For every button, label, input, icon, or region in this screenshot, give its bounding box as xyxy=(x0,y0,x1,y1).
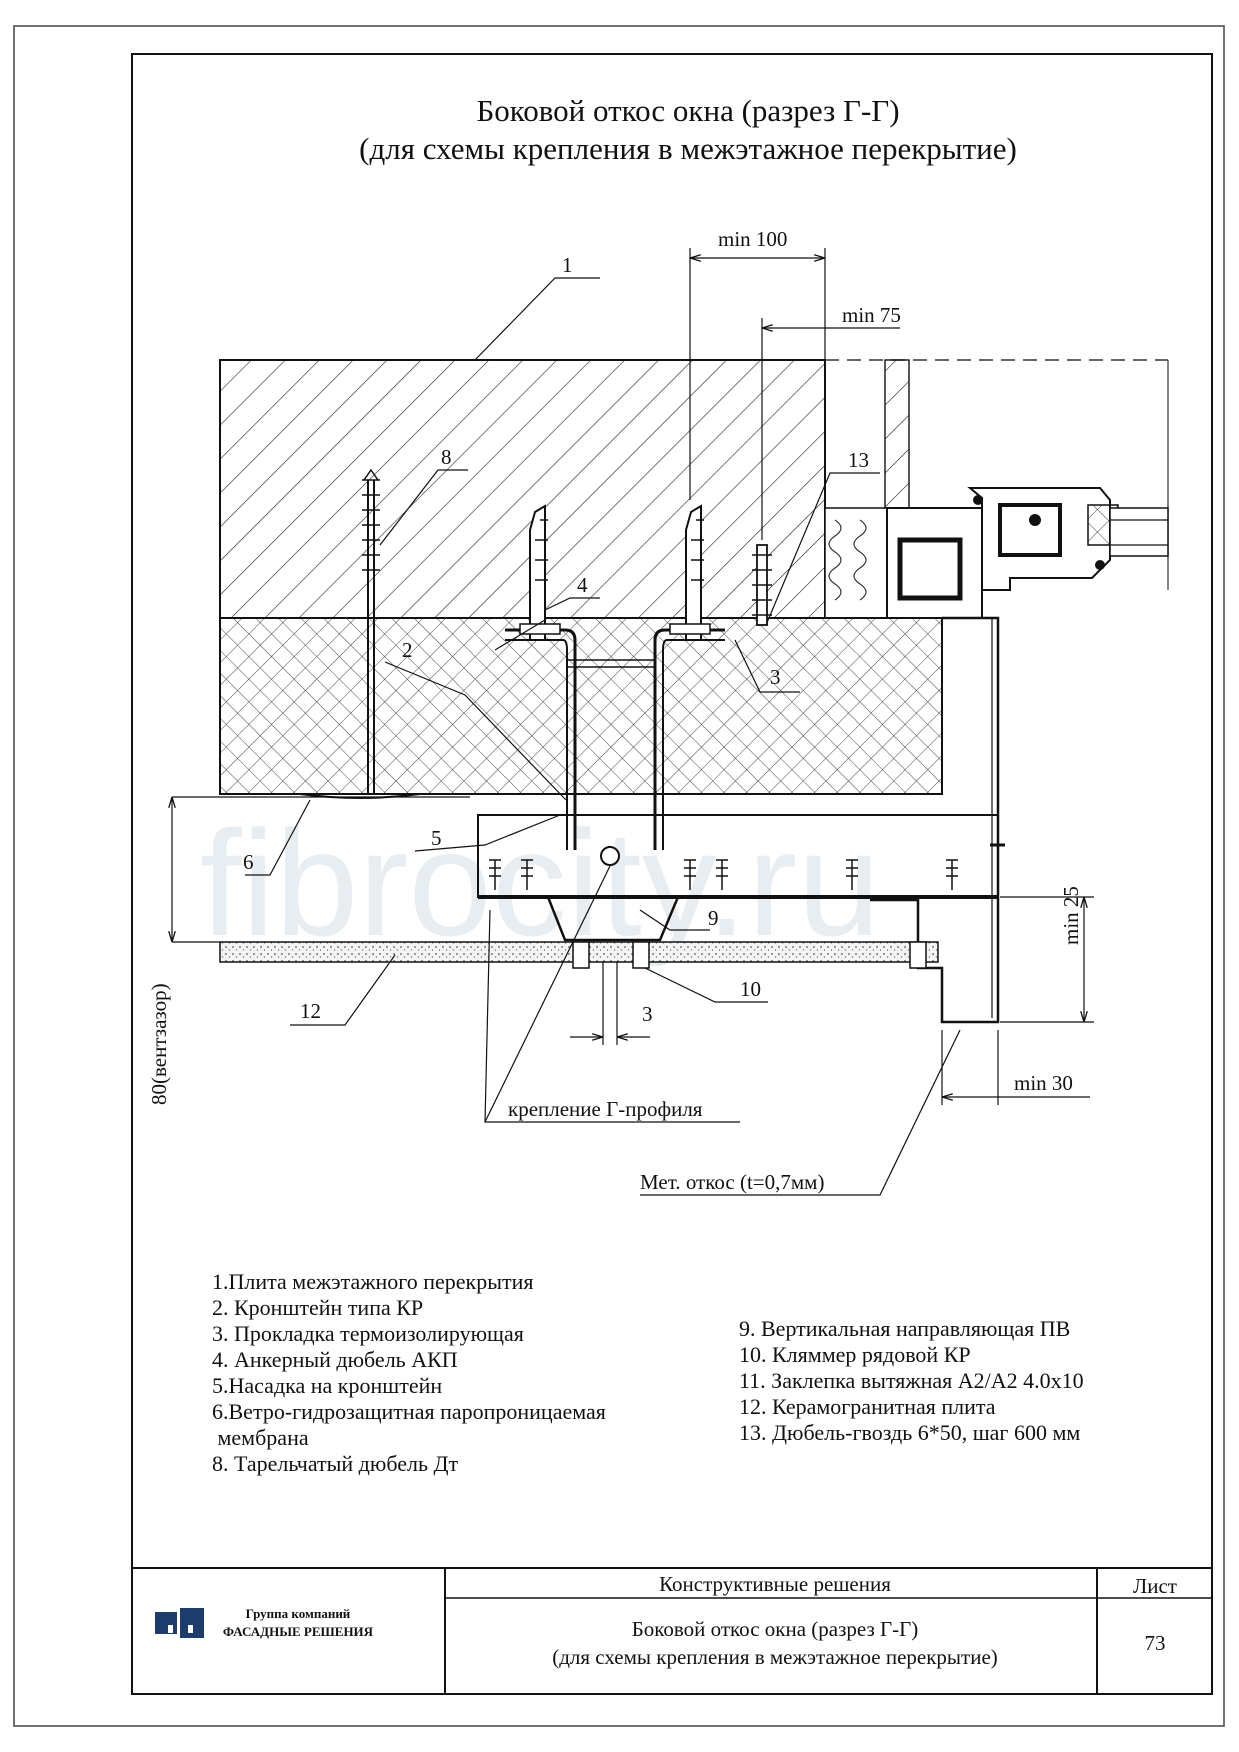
legend-left: 1.Плита межэтажного перекрытия 2. Кроншт… xyxy=(212,1269,606,1476)
legend-right: 9. Вертикальная направляющая ПВ 10. Клям… xyxy=(739,1316,1084,1445)
legend-item: 11. Заклепка вытяжная А2/А2 4.0х10 xyxy=(739,1368,1084,1393)
callout-5: 5 xyxy=(431,826,442,850)
anchor-dowels xyxy=(529,504,704,641)
stamp-sheet-label: Лист xyxy=(1133,1574,1177,1598)
membrane xyxy=(220,793,942,799)
callout-4: 4 xyxy=(577,573,588,597)
callout-10: 10 xyxy=(740,977,761,1001)
drawing-title-line-2: (для схемы крепления в межэтажное перекр… xyxy=(359,131,1017,166)
callout-g-profile: крепление Г-профиля xyxy=(508,1097,703,1121)
legend-item: 13. Дюбель-гвоздь 6*50, шаг 600 мм xyxy=(739,1420,1080,1445)
callout-metal-reveal: Мет. откос (t=0,7мм) xyxy=(640,1170,824,1194)
insulation-wave xyxy=(828,519,867,601)
plate-dowel xyxy=(362,468,380,794)
legend-item: 10. Кляммер рядовой КР xyxy=(739,1342,971,1367)
wall-column xyxy=(884,359,910,511)
legend-item: 8. Тарельчатый дюбель Дт xyxy=(212,1451,459,1476)
legend-item: 12. Керамогранитная плита xyxy=(739,1394,996,1419)
stamp-title-line-1: Боковой откос окна (разрез Г-Г) xyxy=(632,1617,919,1641)
legend-item: 9. Вертикальная направляющая ПВ xyxy=(739,1316,1070,1341)
dim-min-25: min 25 xyxy=(1059,886,1083,945)
l-profile xyxy=(477,814,999,942)
section-drawing: min 100 min 75 min 25 min 30 3 80(вентза… xyxy=(147,227,1169,1196)
dim-vent-gap: 80(вентзазор) xyxy=(147,983,171,1105)
legend-item: 2. Кронштейн типа КР xyxy=(212,1295,423,1320)
insulation-layer xyxy=(219,617,943,795)
dim-min-30: min 30 xyxy=(1014,1071,1073,1095)
company-name-line-1: Группа компаний xyxy=(246,1606,351,1621)
stamp-title-line-2: (для схемы крепления в межэтажное перекр… xyxy=(552,1645,998,1669)
dim-gap-3: 3 xyxy=(642,1002,653,1026)
legend-item: 6.Ветро-гидрозащитная паропроницаемая xyxy=(212,1399,606,1424)
callout-8: 8 xyxy=(441,445,452,469)
callout-9: 9 xyxy=(708,906,719,930)
legend-item: 4. Анкерный дюбель АКП xyxy=(212,1347,458,1372)
window-insulation xyxy=(824,507,888,619)
metal-reveal-profile xyxy=(870,616,1000,1024)
legend-item: мембрана xyxy=(212,1425,309,1450)
nail-dowel xyxy=(752,544,772,626)
leader-lines xyxy=(245,277,961,1196)
outer-border xyxy=(13,25,1225,1727)
company-logo xyxy=(155,1608,204,1638)
company-name-line-2: ФАСАДНЫЕ РЕШЕНИЯ xyxy=(223,1624,374,1639)
clamps xyxy=(572,941,927,969)
self-tapping-screws xyxy=(489,843,1005,890)
title-block: Группа компаний ФАСАДНЫЕ РЕШЕНИЯ Констру… xyxy=(131,1567,1213,1695)
legend-item: 5.Насадка на кронштейн xyxy=(212,1373,442,1398)
callout-2: 2 xyxy=(402,638,413,662)
callout-6: 6 xyxy=(243,850,254,874)
stamp-sheet-number: 73 xyxy=(1145,1631,1166,1655)
floor-slab xyxy=(219,359,826,619)
window-frame-profile xyxy=(886,487,1169,619)
drawing-title-line-1: Боковой откос окна (разрез Г-Г) xyxy=(476,93,899,128)
callout-1: 1 xyxy=(562,253,573,277)
watermark: fibrocity.ru xyxy=(200,799,881,967)
dim-min-75: min 75 xyxy=(842,303,901,327)
stamp-section: Конструктивные решения xyxy=(659,1572,891,1596)
dim-min-100: min 100 xyxy=(718,227,787,251)
legend-item: 1.Плита межэтажного перекрытия xyxy=(212,1269,534,1294)
legend-item: 3. Прокладка термоизолирующая xyxy=(212,1321,524,1346)
brackets xyxy=(505,623,725,850)
callout-3: 3 xyxy=(770,665,781,689)
callout-13: 13 xyxy=(848,448,869,472)
callout-12: 12 xyxy=(300,999,321,1023)
